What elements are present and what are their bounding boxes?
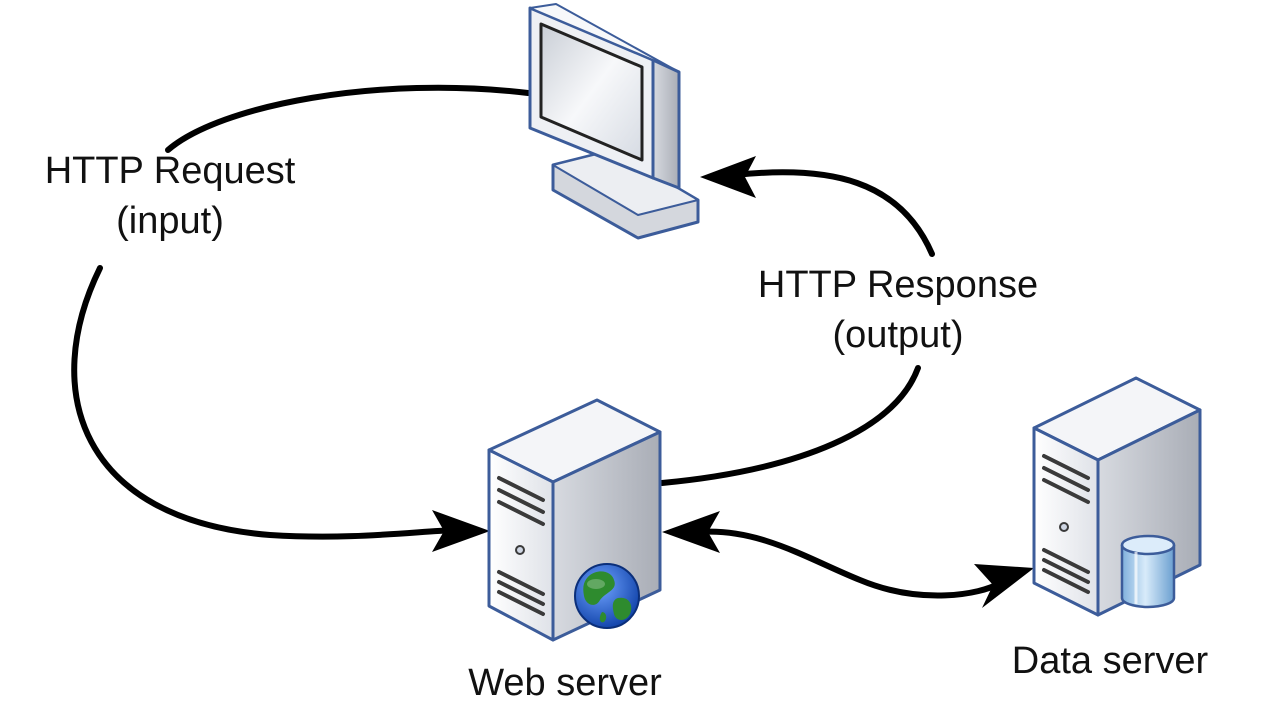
- http-request-title: HTTP Request: [44, 150, 296, 192]
- data-connector: [662, 511, 1034, 608]
- database-icon: [1120, 534, 1176, 609]
- data-arrowhead-right: [974, 564, 1034, 608]
- http-response-subtitle: (output): [832, 314, 964, 356]
- http-request-subtitle: (input): [116, 200, 224, 242]
- request-connector: [71, 84, 531, 540]
- globe-icon: [574, 563, 640, 629]
- http-response-title: HTTP Response: [757, 264, 1039, 306]
- response-arc-lower: [659, 365, 921, 486]
- response-arc-upper: [732, 169, 935, 257]
- monitor-body-side: [651, 58, 681, 190]
- http-request-label: HTTP Request (input): [14, 146, 326, 246]
- http-response-label: HTTP Response (output): [722, 260, 1074, 360]
- monitor-icon: [528, 3, 700, 240]
- request-arrowhead: [432, 510, 490, 552]
- response-arrowhead: [700, 156, 756, 198]
- web-server-power-led: [515, 545, 525, 555]
- data-arrowhead-left: [662, 511, 720, 553]
- response-connector: [659, 169, 935, 486]
- data-server-power-led: [1059, 522, 1069, 532]
- data-server-label: Data server: [1011, 640, 1209, 682]
- web-server-label: Web server: [468, 662, 662, 704]
- request-arc-upper: [165, 84, 531, 153]
- request-arc-lower: [71, 265, 458, 540]
- monitor-screen: [539, 22, 644, 162]
